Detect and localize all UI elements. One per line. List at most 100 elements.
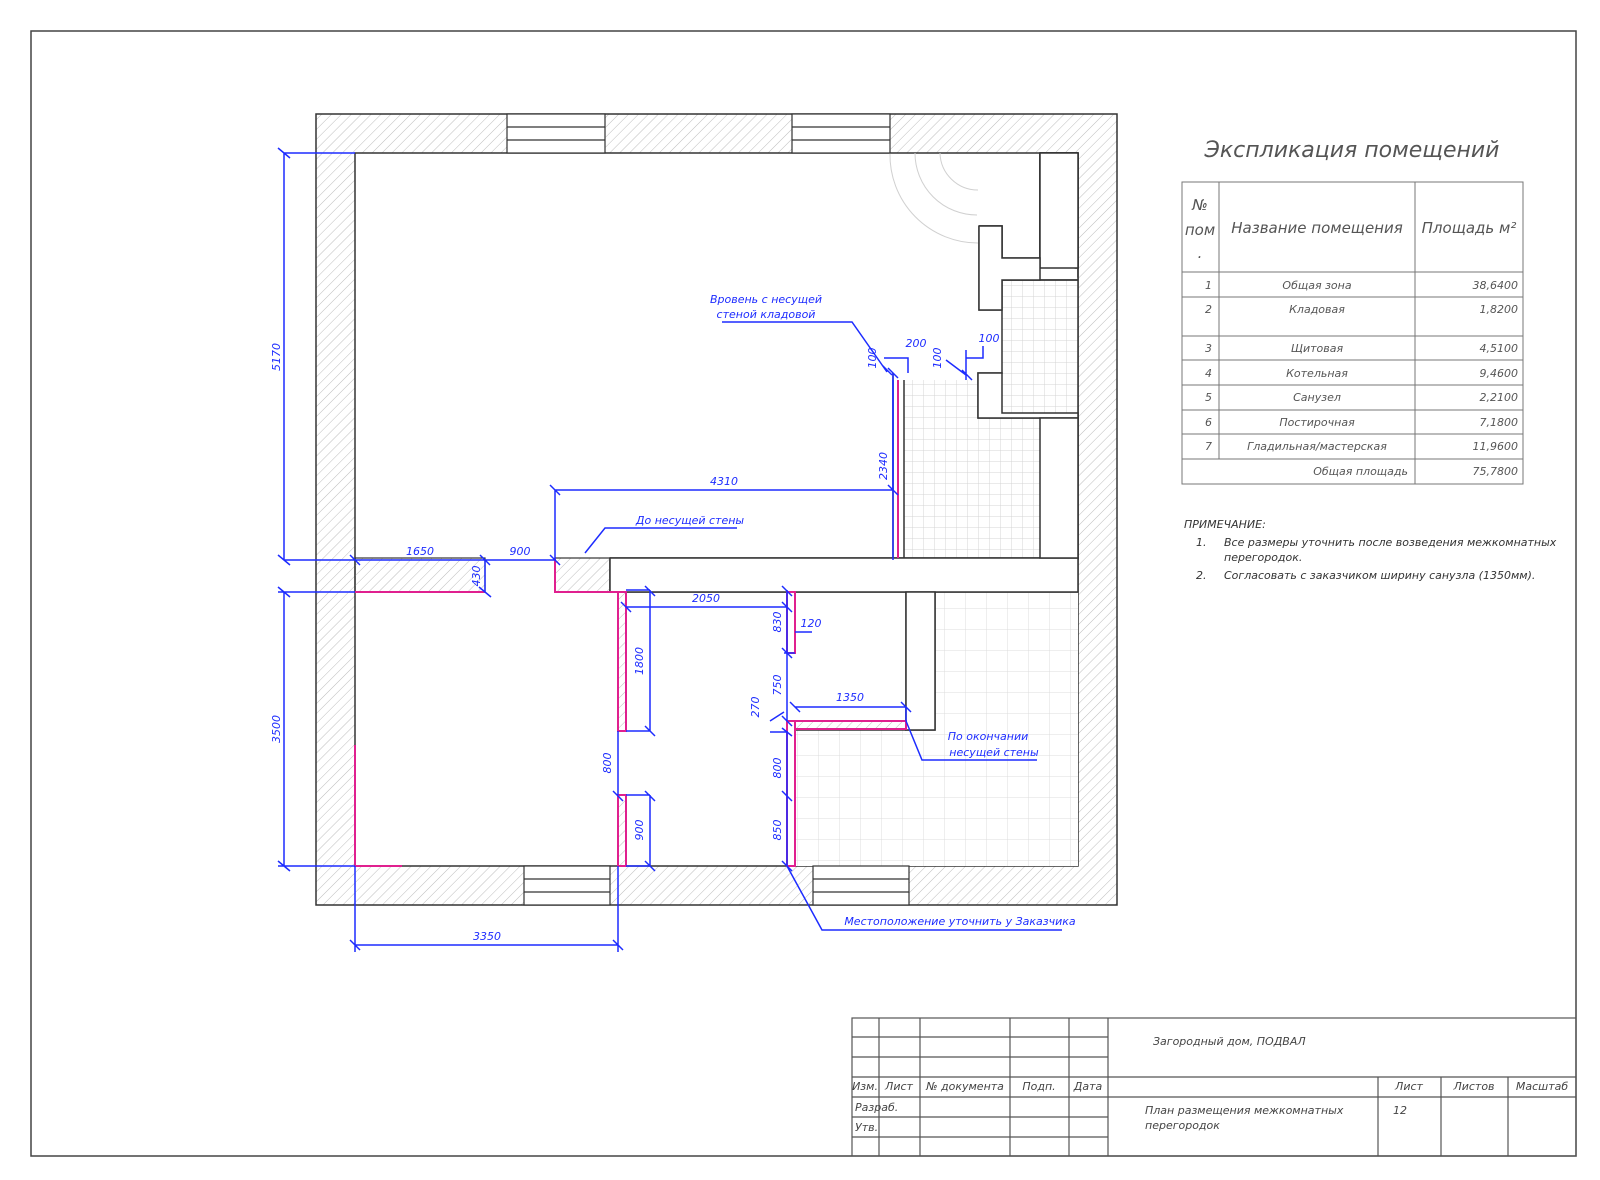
note-to-wall: До несущей стены (635, 514, 745, 527)
dim-2340: 2340 (877, 452, 890, 480)
dim-5170: 5170 (270, 343, 283, 371)
remarks: ПРИМЕЧАНИЕ: 1. Все размеры уточнить посл… (1184, 518, 1557, 582)
table-row: 3 Щитовая 4,5100 (1205, 342, 1518, 355)
row-6-area: 7,1800 (1480, 416, 1519, 429)
windows (506, 113, 910, 906)
note-level-line2: стеной кладовой (717, 308, 816, 321)
wall-boiler-right (1039, 417, 1079, 559)
stamp-list: Лист (884, 1080, 913, 1093)
dim-100-a: 100 (866, 348, 879, 369)
note-level-line1: Вровень с несущей (710, 293, 822, 306)
wall-stub-left (354, 557, 486, 593)
remark-2-num: 2. (1196, 569, 1207, 582)
row-2-name: Кладовая (1289, 303, 1345, 316)
dim-2050: 2050 (692, 592, 720, 605)
dim-1650: 1650 (406, 545, 434, 558)
remarks-heading: ПРИМЕЧАНИЕ: (1184, 518, 1266, 531)
partition-stub-center (554, 558, 618, 593)
col-head-num-2: пом (1185, 221, 1215, 239)
note-location: Местоположение уточнить у Заказчика (844, 915, 1076, 928)
row-5-area: 2,2100 (1480, 391, 1519, 404)
row-3-num: 3 (1205, 342, 1212, 355)
title-block: Загородный дом, ПОДВАЛ Изм. Лист № докум… (851, 1017, 1577, 1157)
row-5-name: Санузел (1293, 391, 1341, 404)
dim-3350: 3350 (473, 930, 501, 943)
row-4-name: Котельная (1286, 367, 1348, 380)
partition-bath-2 (786, 720, 796, 867)
row-3-name: Щитовая (1291, 342, 1344, 355)
wall-boiler-side (1039, 152, 1079, 269)
wall-core (905, 591, 936, 731)
dim-800-b: 800 (771, 758, 784, 779)
remark-1-num: 1. (1196, 536, 1207, 549)
floor-plan (315, 113, 1118, 906)
stamp-listov-header: Листов (1452, 1080, 1494, 1093)
dim-1350: 1350 (836, 691, 864, 704)
dimension-labels: 5170 3500 1650 900 430 4310 2340 200 100… (270, 332, 1000, 943)
stamp-utv: Утв. (855, 1121, 878, 1134)
partition-left-bottom (354, 745, 402, 867)
wall-stub-center (554, 557, 611, 593)
dim-830: 830 (771, 612, 784, 633)
dim-270: 270 (749, 697, 762, 718)
dim-120: 120 (801, 617, 822, 630)
row-7-num: 7 (1205, 440, 1212, 453)
wall-storage-notch (978, 225, 1041, 311)
row-1-area: 38,6400 (1473, 279, 1519, 292)
remark-1-line1: Все размеры уточнить после возведения ме… (1224, 536, 1557, 549)
row-7-name: Гладильная/мастерская (1247, 440, 1387, 453)
remark-1-line2: перегородок. (1224, 551, 1302, 564)
tile-laundry (795, 730, 955, 866)
row-2-num: 2 (1205, 303, 1212, 316)
row-1-name: Общая зона (1282, 279, 1351, 292)
table-row: 5 Санузел 2,2100 (1205, 391, 1518, 404)
row-7-area: 11,9600 (1473, 440, 1519, 453)
dim-850: 850 (771, 820, 784, 841)
note-end-line1: По окончании (948, 730, 1029, 743)
door-swing (889, 152, 979, 244)
dim-100-c: 100 (979, 332, 1000, 345)
window-bottom-1 (523, 865, 611, 906)
table-row: 1 Общая зона 38,6400 (1205, 279, 1518, 292)
row-2-area: 1,8200 (1480, 303, 1519, 316)
row-6-num: 6 (1205, 416, 1212, 429)
col-head-name: Название помещения (1231, 219, 1403, 237)
stamp-masshtab-header: Масштаб (1516, 1080, 1568, 1093)
dim-800-a: 800 (601, 753, 614, 774)
note-end-line2: несущей стены (949, 746, 1039, 759)
table-row: 4 Котельная 9,4600 (1205, 367, 1518, 380)
dim-900: 900 (510, 545, 531, 558)
col-head-num-3: . (1198, 244, 1203, 262)
total-label: Общая площадь (1313, 465, 1408, 478)
wall-bearing (609, 557, 1079, 593)
partition-bath-top (794, 720, 907, 730)
col-head-area: Площадь м² (1422, 219, 1517, 237)
dim-430: 430 (470, 566, 483, 587)
tile-bath (935, 592, 1078, 866)
explication-table: Экспликация помещений № пом . Название п… (1181, 138, 1524, 485)
window-bottom-2 (812, 865, 910, 906)
stamp-sheet-title-line2: перегородок (1145, 1119, 1220, 1132)
sheet-frame (30, 30, 1577, 1157)
window-top-1 (506, 113, 606, 154)
row-1-num: 1 (1205, 279, 1212, 292)
dim-4310: 4310 (710, 475, 738, 488)
remark-2-line1: Согласовать с заказчиком ширину санузла … (1224, 569, 1535, 582)
row-3-area: 4,5100 (1480, 342, 1519, 355)
row-5-num: 5 (1205, 391, 1212, 404)
dim-100-b: 100 (931, 348, 944, 369)
stamp-sheet-title-line1: План размещения межкомнатных (1145, 1104, 1344, 1117)
explication-title: Экспликация помещений (1204, 138, 1500, 163)
total-area: 75,7800 (1473, 465, 1519, 478)
stamp-sheet-number: 12 (1393, 1104, 1407, 1117)
stamp-list-header: Лист (1394, 1080, 1423, 1093)
dim-3500: 3500 (270, 715, 283, 743)
partition-bath-1 (786, 591, 796, 654)
dim-1800: 1800 (633, 647, 646, 675)
dim-900-b: 900 (633, 820, 646, 841)
partition-laundry-2 (617, 794, 627, 867)
stamp-izm: Изм. (852, 1080, 878, 1093)
table-row: 7 Гладильная/мастерская 11,9600 (1205, 440, 1518, 453)
row-4-area: 9,4600 (1480, 367, 1519, 380)
